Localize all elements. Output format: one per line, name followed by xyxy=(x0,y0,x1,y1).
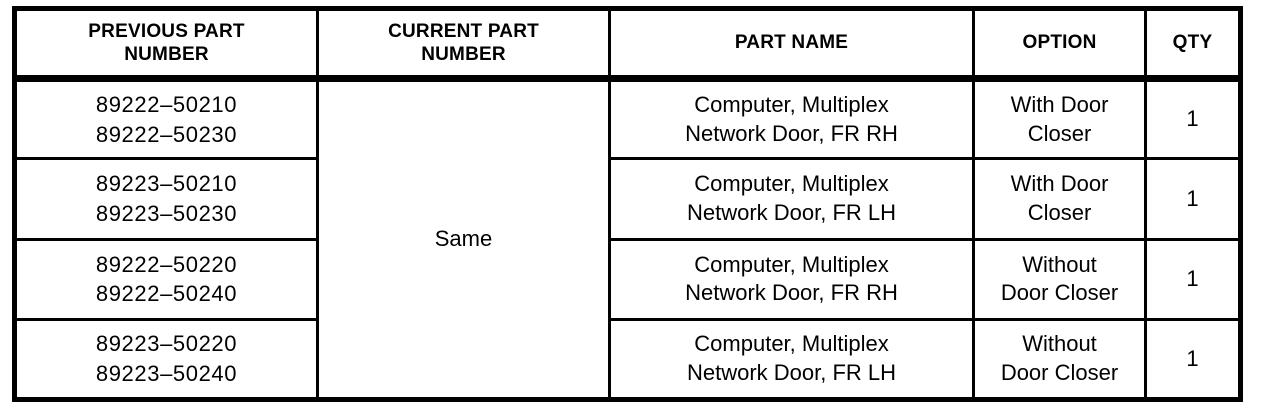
column-header-option: OPTION xyxy=(972,7,1147,82)
part-number-line: 89222–50210 xyxy=(95,92,238,118)
part-number-cross-reference-table: PREVIOUS PART NUMBER CURRENT PART NUMBER… xyxy=(12,6,1243,402)
cell-option: With Door Closer xyxy=(972,76,1147,161)
part-name-line: Computer, Multiplex xyxy=(694,331,889,357)
part-number-line: 89222–50240 xyxy=(95,281,238,307)
option-line: With Door xyxy=(1010,171,1109,197)
cell-part-name: Computer, Multiplex Network Door, FR RH xyxy=(608,237,975,321)
column-header-line: CURRENT PART xyxy=(388,20,539,42)
column-header-line: PREVIOUS PART xyxy=(88,20,245,42)
column-header-line: NUMBER xyxy=(124,44,209,65)
cell-current-part-number-same: Same xyxy=(316,77,611,401)
cell-previous-part-number: 89222–50210 89222–50230 xyxy=(13,76,319,161)
cell-qty: 1 xyxy=(1144,76,1242,161)
cell-qty: 1 xyxy=(1144,317,1242,402)
part-number-line: 89222–50220 xyxy=(95,251,238,277)
part-number-line: 89223–50220 xyxy=(95,331,238,357)
part-number-line: 89223–50240 xyxy=(95,360,238,386)
cell-qty: 1 xyxy=(1144,237,1242,321)
cell-part-name: Computer, Multiplex Network Door, FR RH xyxy=(608,76,975,161)
column-header-line: OPTION xyxy=(1022,32,1097,54)
column-header-line: NUMBER xyxy=(421,44,506,65)
cell-option: Without Door Closer xyxy=(972,237,1147,321)
column-header-line: PART NAME xyxy=(734,32,849,54)
part-name-line: Network Door, FR LH xyxy=(686,359,897,385)
cell-part-name: Computer, Multiplex Network Door, FR LH xyxy=(608,317,975,402)
column-header-line: QTY xyxy=(1172,32,1213,54)
cell-option: Without Door Closer xyxy=(972,317,1147,402)
part-number-line: 89223–50230 xyxy=(95,200,238,226)
option-line: With Door xyxy=(1010,92,1109,118)
part-name-line: Network Door, FR RH xyxy=(685,120,898,146)
table-row: 89222–50220 89222–50240 Computer, Multip… xyxy=(13,237,1242,321)
option-line: Closer xyxy=(1027,199,1092,225)
cell-previous-part-number: 89223–50220 89223–50240 xyxy=(13,317,319,402)
table-header: PREVIOUS PART NUMBER CURRENT PART NUMBER… xyxy=(13,7,1242,82)
part-number-line: 89222–50230 xyxy=(95,121,238,147)
cell-part-name: Computer, Multiplex Network Door, FR LH xyxy=(608,157,975,241)
part-name-line: Computer, Multiplex xyxy=(694,251,889,277)
column-header-qty: QTY xyxy=(1144,7,1242,82)
option-line: Without xyxy=(1022,331,1097,357)
cell-qty: 1 xyxy=(1144,157,1242,241)
option-line: Door Closer xyxy=(1000,280,1119,306)
column-header-part-name: PART NAME xyxy=(608,7,975,82)
table-body: 89222–50210 89222–50230 Same Computer, M… xyxy=(13,76,1242,402)
column-header-previous-part-number: PREVIOUS PART NUMBER xyxy=(13,7,319,82)
option-line: Door Closer xyxy=(1000,359,1119,385)
cell-previous-part-number: 89223–50210 89223–50230 xyxy=(13,157,319,241)
table-row: 89222–50210 89222–50230 Same Computer, M… xyxy=(13,76,1242,401)
table-header-row: PREVIOUS PART NUMBER CURRENT PART NUMBER… xyxy=(13,7,1242,82)
part-number-line: 89223–50210 xyxy=(95,171,238,197)
table-row: 89223–50210 89223–50230 Computer, Multip… xyxy=(13,157,1242,241)
option-line: Closer xyxy=(1027,120,1092,146)
part-name-line: Network Door, FR RH xyxy=(685,280,898,306)
part-name-line: Computer, Multiplex xyxy=(694,171,889,197)
column-header-current-part-number: CURRENT PART NUMBER xyxy=(316,7,611,82)
cell-previous-part-number: 89222–50220 89222–50240 xyxy=(13,237,319,321)
cell-option: With Door Closer xyxy=(972,157,1147,241)
part-name-line: Network Door, FR LH xyxy=(686,199,897,225)
option-line: Without xyxy=(1022,251,1097,277)
table-row: 89223–50220 89223–50240 Computer, Multip… xyxy=(13,317,1242,402)
part-name-line: Computer, Multiplex xyxy=(694,92,889,118)
